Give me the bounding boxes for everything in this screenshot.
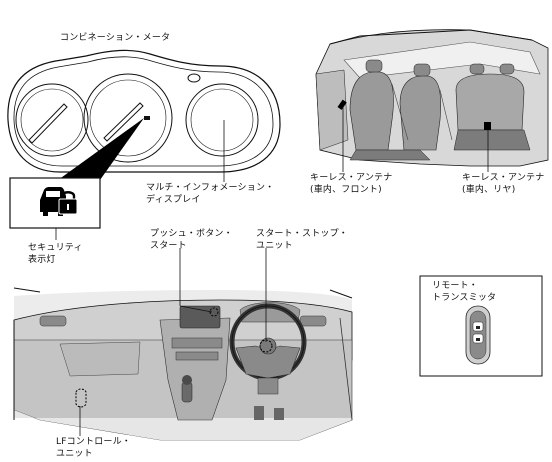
label-remote-transmitter: リモート・ トランスミッタ: [432, 281, 497, 303]
dashboard-view: [13, 287, 353, 441]
label-push-button-start: プッシュ・ボタン・ スタート: [150, 229, 233, 251]
lf-control-unit-marker: [75, 388, 87, 408]
label-start-stop-unit: スタート・ストップ・ ユニット: [256, 229, 349, 251]
leader-push-button-2: [179, 305, 213, 313]
combination-meter: [7, 49, 281, 173]
label-security-indicator: セキュリティ 表示灯: [28, 243, 83, 265]
meter-security-lamp: [144, 116, 150, 120]
label-keyless-antenna-rear: キーレス・アンテナ (車内、リヤ): [462, 173, 545, 195]
key-fob-icon: [465, 305, 491, 365]
start-stop-unit-marker: [259, 339, 273, 353]
keyless-antenna-front-marker: [337, 99, 347, 110]
keyless-antenna-rear-marker: [484, 122, 491, 130]
label-multi-info-display: マルチ・インフォメーション・ ディスプレイ: [146, 183, 275, 205]
label-keyless-antenna-front: キーレス・アンテナ (車内、フロント): [310, 173, 393, 195]
car-lock-icon: [40, 187, 78, 216]
interior-side-view: [315, 29, 549, 167]
label-lf-control-unit: LFコントロール・ ユニット: [56, 437, 131, 459]
security-callout-wedge: [58, 118, 144, 180]
label-combination-meter: コンビネーション・メータ: [60, 33, 171, 43]
